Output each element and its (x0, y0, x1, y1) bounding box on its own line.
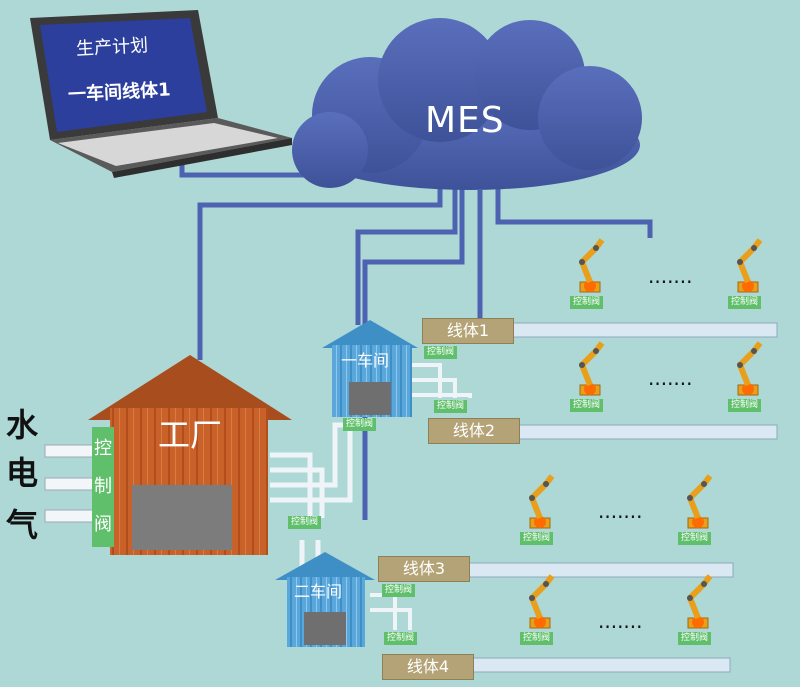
robot-control-valve: 控制阀 (678, 532, 712, 545)
line-3-ellipsis: ······· (598, 505, 643, 529)
line-1-ellipsis: ······· (648, 270, 693, 294)
robot-arm-icon (529, 474, 555, 544)
robot-control-valve: 控制阀 (570, 399, 604, 412)
workshop-1-building (322, 320, 418, 417)
robot-arm-icon (579, 341, 605, 411)
line-1-label: 线体1 (422, 318, 514, 344)
workshop-2-control-valve: 控制阀 (288, 516, 322, 529)
line-conveyors (459, 322, 778, 673)
workshop-2-building (275, 552, 375, 647)
utility-water-label: 水 (6, 406, 39, 444)
line-4-control-valve: 控制阀 (384, 632, 418, 645)
line-2-control-valve: 控制阀 (434, 400, 468, 413)
laptop-screen-line2: 一车间线体1 (67, 79, 172, 106)
factory-pipes (270, 422, 353, 575)
robot-control-valve: 控制阀 (728, 296, 762, 309)
factory-building (88, 355, 292, 555)
robot-control-valve: 控制阀 (570, 296, 604, 309)
robot-control-valve: 控制阀 (728, 399, 762, 412)
factory-label: 工厂 (158, 416, 223, 454)
utility-gas-label: 气 (6, 506, 39, 544)
line-1-control-valve: 控制阀 (424, 346, 458, 359)
workshop-2-label: 二车间 (294, 582, 343, 601)
line-4-label: 线体4 (382, 654, 474, 680)
robot-control-valve: 控制阀 (520, 532, 554, 545)
utility-electric-label: 电 (6, 454, 39, 492)
line-3-label: 线体3 (378, 556, 470, 582)
line-4-ellipsis: ······· (598, 615, 643, 639)
laptop-screen-line1: 生产计划 (75, 35, 149, 60)
mes-cloud-icon (292, 18, 642, 190)
laptop-icon (30, 10, 292, 178)
line-3-control-valve: 控制阀 (382, 584, 416, 597)
line-2-ellipsis: ······· (648, 372, 693, 396)
mes-label: MES (425, 100, 505, 141)
workshop-1-label: 一车间 (341, 351, 390, 370)
robot-control-valve: 控制阀 (520, 632, 554, 645)
workshop-line-pipes (370, 363, 472, 630)
robot-arm-icon (687, 474, 713, 544)
workshop-1-control-valve: 控制阀 (343, 418, 377, 431)
robot-group (529, 238, 763, 644)
utility-pipes (44, 444, 96, 523)
factory-control-valve-label: 控制阀 (94, 438, 112, 535)
robot-control-valve: 控制阀 (678, 632, 712, 645)
line-2-label: 线体2 (428, 418, 520, 444)
